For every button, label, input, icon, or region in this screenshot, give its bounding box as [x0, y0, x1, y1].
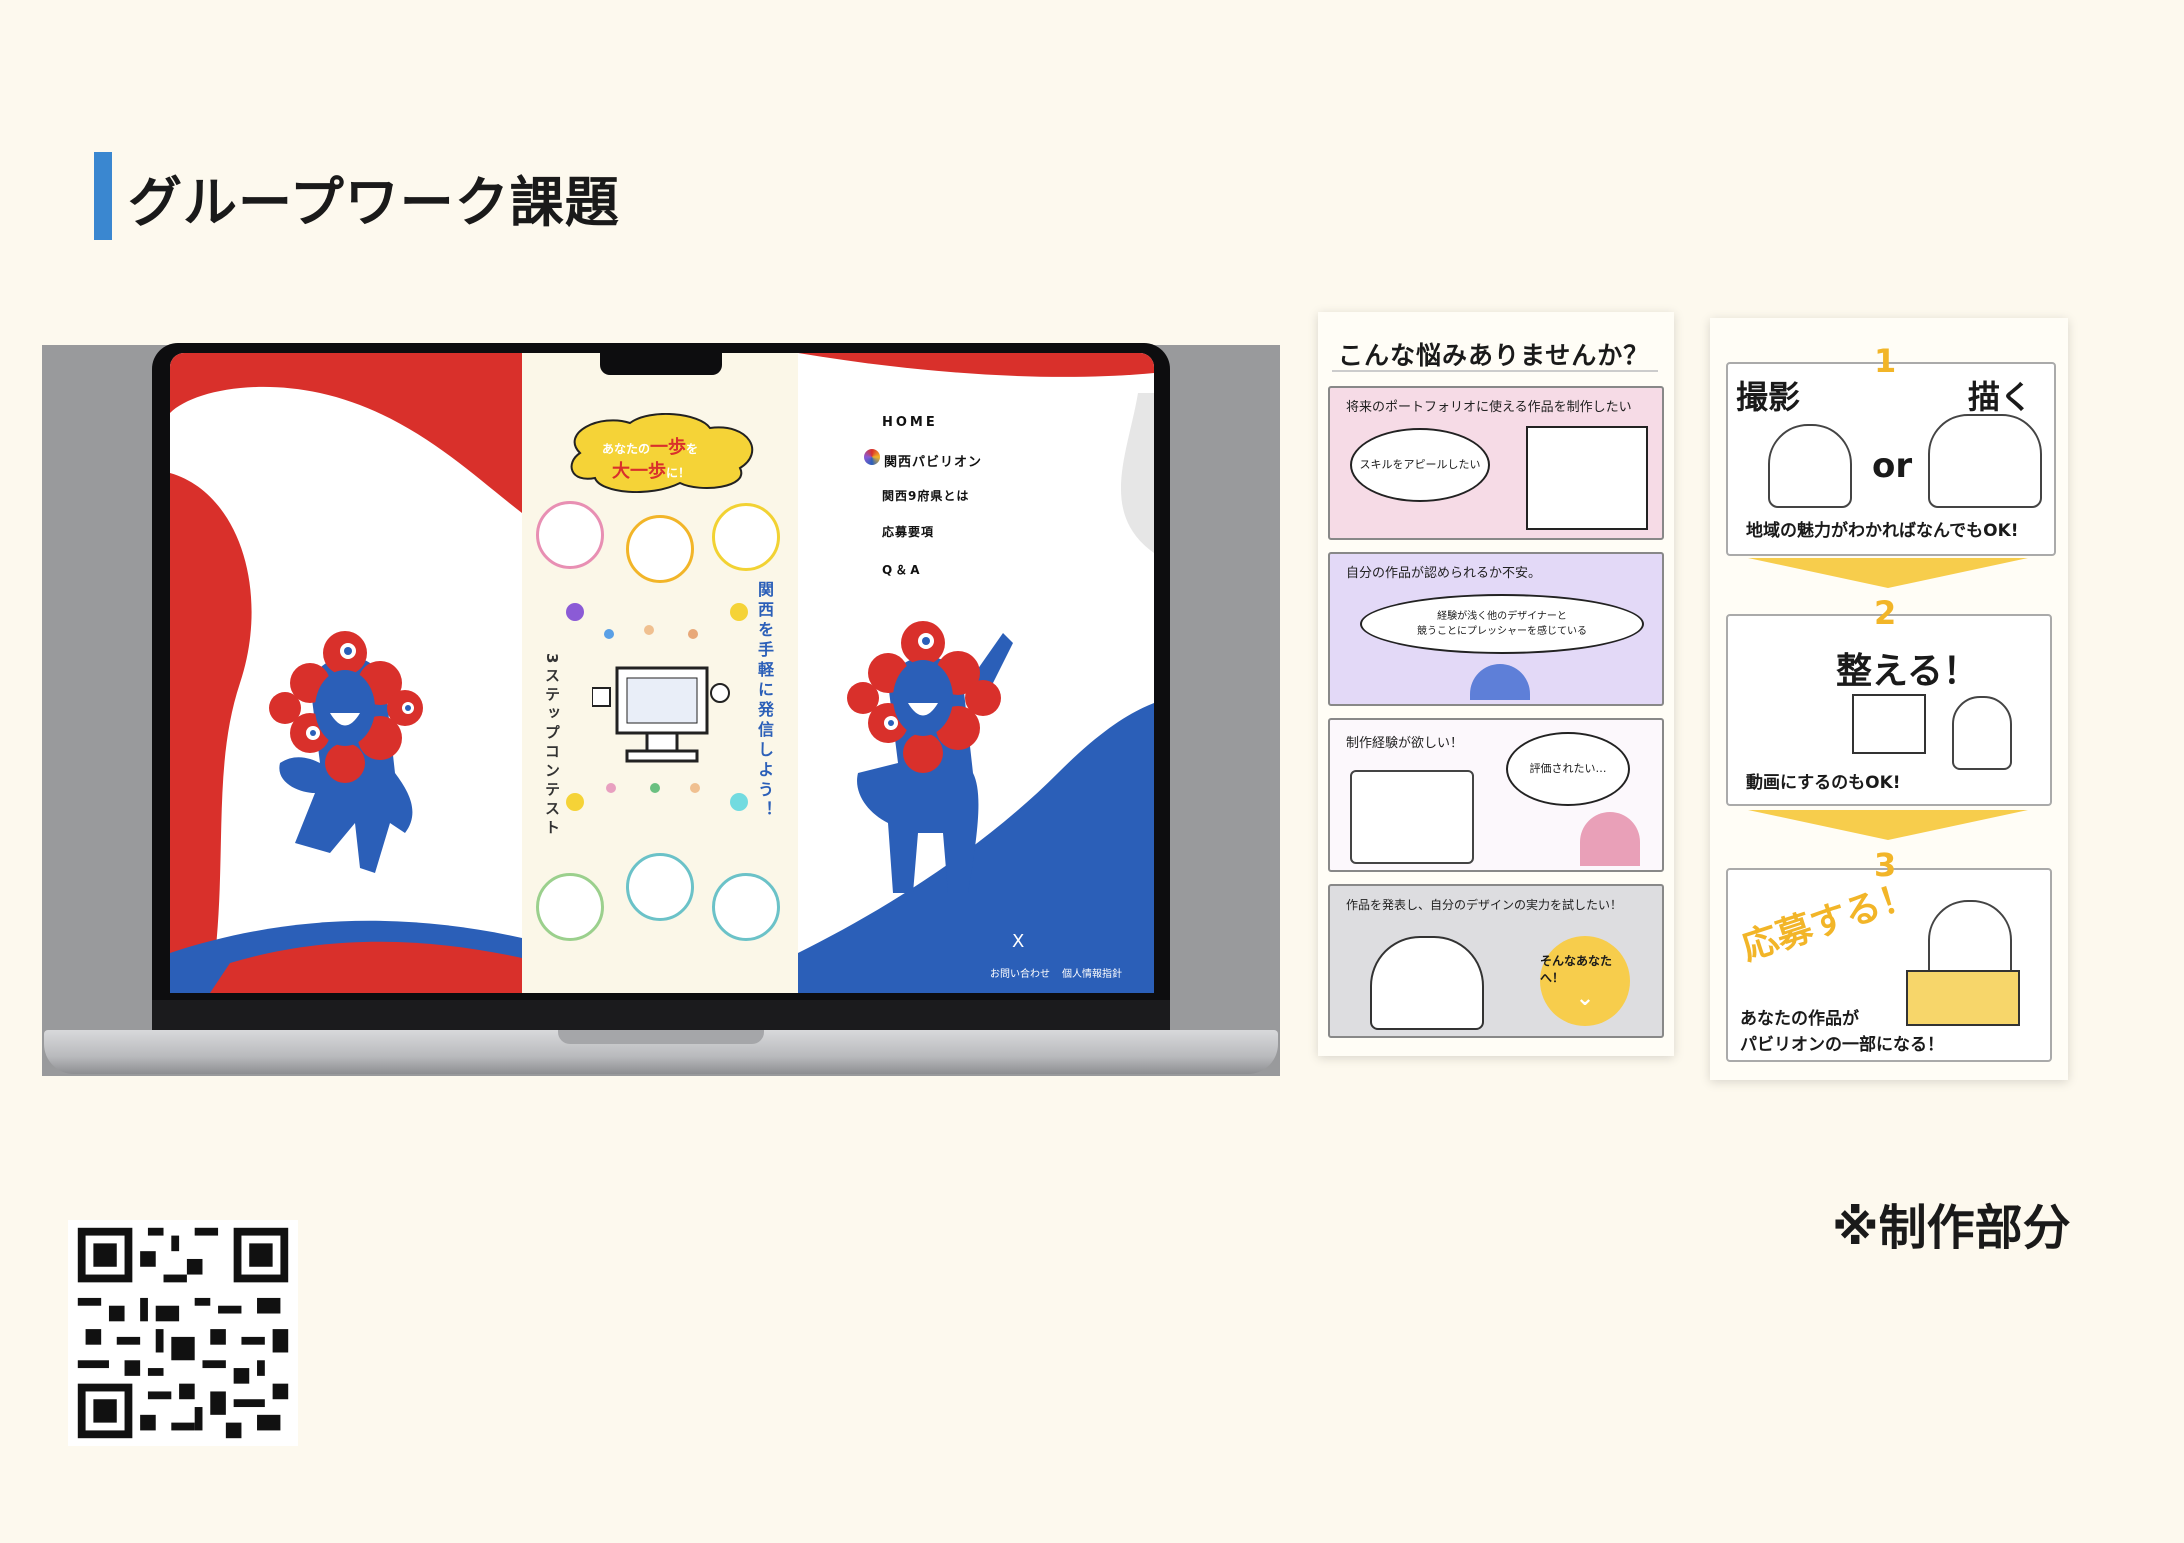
vertical-sub-copy: 3ステップコンテスト [543, 653, 561, 839]
laptop-hinge [152, 1000, 1170, 1032]
steps-panel: 撮影 描く or 地域の魅力がわかればなんでもOK! 1 整える！ 動画にするの… [1710, 318, 2068, 1080]
editor-person-illustration [1952, 696, 2012, 770]
deco-dot [650, 783, 660, 793]
illustrator-illustration [1928, 414, 2042, 508]
mascot-right [847, 621, 1013, 893]
vertical-main-copy: 関西を手軽に発信しよう！ [755, 581, 774, 821]
worries-heading: こんな悩みありませんか？ [1338, 341, 1650, 370]
hero-center-column: あなたの一歩を 大一歩に！ 関西を手軽に発信しよう！ 3ステップコンテスト [522, 353, 798, 993]
nav-home[interactable]: HOME [882, 415, 938, 430]
editing-monitor-illustration [1852, 694, 1926, 754]
mascot-left [269, 631, 423, 873]
deco-dot [566, 603, 584, 621]
illust-circle-1 [536, 501, 604, 569]
nav-qa[interactable]: Q＆A [882, 563, 923, 577]
qr-code[interactable] [68, 1220, 298, 1446]
worry-card-1: 将来のポートフォリオに使える作品を制作したい スキルをアピールしたい [1328, 386, 1664, 540]
thinking-person-illustration [1370, 936, 1484, 1030]
illust-circle-5 [626, 853, 694, 921]
deco-dot [730, 793, 748, 811]
heading-underline [1332, 370, 1658, 372]
illust-circle-3 [712, 503, 780, 571]
worry-bubble: 評価されたい… [1506, 732, 1630, 806]
pavilion-logo-icon [864, 449, 880, 465]
title-accent-bar [94, 152, 112, 240]
illust-circle-2 [626, 515, 694, 583]
step-arrow-2 [1748, 810, 2028, 840]
catch-line2: 大一歩に！ [612, 461, 691, 482]
worry-bubble: スキルをアピールしたい [1350, 428, 1490, 502]
person-illustration [1470, 664, 1530, 700]
deco-dot [690, 783, 700, 793]
deco-dot [644, 625, 654, 635]
worry-card-caption: 制作経験が欲しい！ [1346, 736, 1464, 751]
step-1-right-label: 描く [1968, 378, 2033, 416]
step-1-or: or [1872, 446, 1913, 486]
nav-about[interactable]: 関西9府県とは [882, 489, 970, 503]
laptop-base-lip [558, 1030, 764, 1044]
step-2-title: 整える！ [1836, 651, 1979, 692]
step-arrow-1 [1748, 558, 2028, 588]
camera-notch [600, 353, 722, 375]
nav-kansai-pavilion[interactable]: 関西パビリオン [884, 455, 983, 470]
step-2-box: 整える！ 動画にするのもOK! [1726, 614, 2052, 806]
page-title: グループワーク課題 [128, 171, 620, 234]
to-you-badge[interactable]: そんなあなたへ！ ⌄ [1540, 936, 1630, 1026]
qr-code-image [70, 1220, 296, 1446]
deco-dot [566, 793, 584, 811]
catch-line1: あなたの一歩を [602, 437, 699, 458]
worries-panel: こんな悩みありませんか？ 将来のポートフォリオに使える作品を制作したい スキルを… [1318, 312, 1674, 1056]
worry-card-3: 制作経験が欲しい！ 評価されたい… [1328, 718, 1664, 872]
left-hero-graphic [170, 353, 522, 993]
worry-card-4: 作品を発表し、自分のデザインの実力を試したい！ そんなあなたへ！ ⌄ [1328, 884, 1664, 1038]
footer-contact-link[interactable]: お問い合わせ [990, 969, 1050, 980]
step-3-number: 3 [1874, 846, 1897, 884]
person-illustration [1580, 812, 1640, 866]
step-3-caption-2: パビリオンの一部になる！ [1740, 1035, 1944, 1055]
worry-bubble: 経験が浅く他のデザイナーと 競うことにプレッシャーを感じている [1360, 594, 1644, 654]
worry-card-caption: 自分の作品が認められるか不安。 [1346, 566, 1542, 581]
computer-illustration [592, 666, 730, 763]
step-1-left-label: 撮影 [1736, 378, 1801, 416]
illust-circle-4 [536, 873, 604, 941]
photographer-illustration [1768, 424, 1852, 508]
laptop-illustration [1906, 970, 2020, 1026]
production-part-note: ※制作部分 [1832, 1200, 2071, 1256]
worry-card-caption: 作品を発表し、自分のデザインの実力を試したい！ [1346, 898, 1623, 912]
laptop-screen: あなたの一歩を 大一歩に！ 関西を手軽に発信しよう！ 3ステップコンテスト [170, 353, 1154, 993]
x-icon[interactable]: X [1012, 931, 1025, 952]
step-1-number: 1 [1874, 342, 1897, 380]
step-2-number: 2 [1874, 594, 1897, 632]
step-2-caption: 動画にするのもOK! [1746, 773, 1901, 793]
illust-circle-6 [712, 873, 780, 941]
drawing-illustration [1350, 770, 1474, 864]
presentation-illustration [1526, 426, 1648, 530]
catchcopy-cloud [570, 413, 754, 493]
right-hero-graphic [798, 353, 1154, 993]
step-1-caption: 地域の魅力がわかればなんでもOK! [1746, 521, 2019, 541]
deco-dot [688, 629, 698, 639]
nav-guidelines[interactable]: 応募要項 [882, 525, 935, 539]
deco-dot [606, 783, 616, 793]
deco-dot [604, 629, 614, 639]
footer-privacy-link[interactable]: 個人情報指針 [1062, 969, 1122, 980]
step-3-box: 応募する！ あなたの作品が パビリオンの一部になる！ [1726, 868, 2052, 1062]
deco-dot [730, 603, 748, 621]
worry-card-caption: 将来のポートフォリオに使える作品を制作したい [1346, 400, 1632, 415]
worry-card-2: 自分の作品が認められるか不安。 経験が浅く他のデザイナーと 競うことにプレッシャ… [1328, 552, 1664, 706]
chevron-down-icon: ⌄ [1575, 985, 1595, 1011]
step-3-caption-1: あなたの作品が [1740, 1009, 1859, 1029]
step-1-box: 撮影 描く or 地域の魅力がわかればなんでもOK! [1726, 362, 2056, 556]
